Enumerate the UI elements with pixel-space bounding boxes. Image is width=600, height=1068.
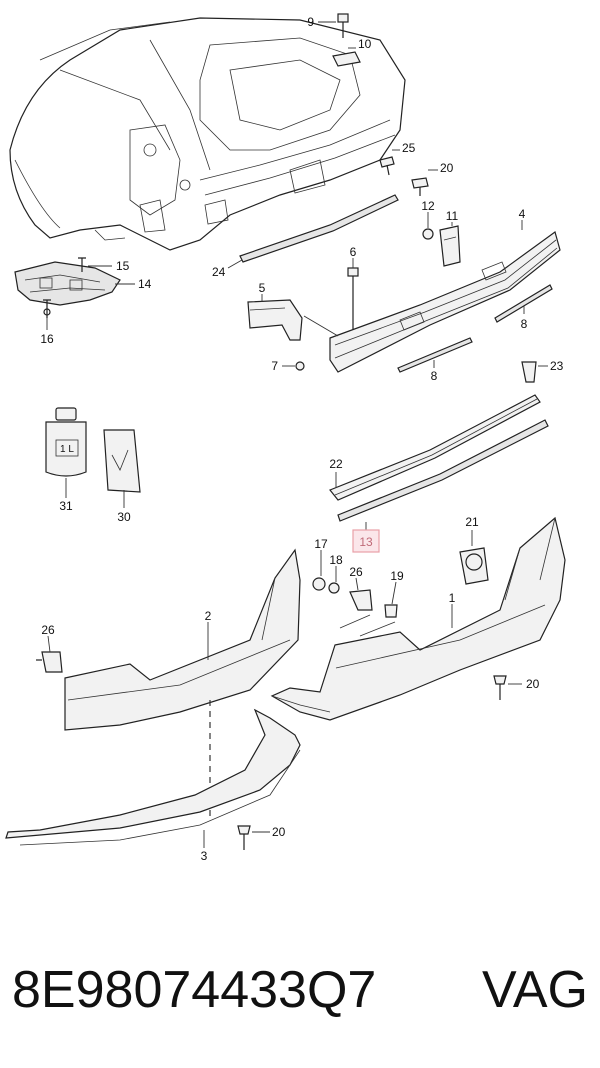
callout-20-bottom: 20 (272, 825, 286, 839)
callout-6: 6 (350, 245, 357, 259)
sensor-holder-21 (459, 547, 489, 585)
screw-16 (43, 299, 51, 318)
callout-31: 31 (59, 499, 73, 513)
screw-20-bottom (237, 825, 251, 850)
callout-22: 22 (329, 457, 343, 471)
screw-25 (379, 156, 395, 176)
part-number: 8E98074433Q7 (12, 961, 377, 1019)
screw-15 (78, 257, 86, 272)
screw-20-top (411, 177, 429, 196)
callout-13: 13 (359, 535, 373, 549)
bumper-cover-1 (270, 516, 566, 721)
bolt-26-right (349, 589, 373, 611)
washer-18 (328, 582, 340, 594)
callout-16: 16 (40, 332, 54, 346)
callout-9: 9 (307, 15, 314, 29)
nut-17 (312, 577, 326, 591)
callout-20-right: 20 (526, 677, 540, 691)
tape-30 (103, 429, 141, 493)
bumper-cover-2 (64, 548, 301, 731)
callout-23: 23 (550, 359, 564, 373)
callout-5: 5 (259, 281, 266, 295)
side-bracket-14 (14, 261, 121, 306)
callout-19: 19 (390, 569, 404, 583)
callout-8-right: 8 (521, 317, 528, 331)
clip-19 (384, 604, 398, 618)
clip-10 (332, 51, 361, 67)
clip-23 (521, 361, 537, 383)
callout-7: 7 (271, 359, 278, 373)
brand-name: VAG (482, 961, 588, 1019)
callout-3: 3 (201, 849, 208, 863)
callout-1: 1 (449, 591, 456, 605)
exploded-parts-diagram: 1 L (5, 13, 566, 863)
seal-strip-24 (239, 194, 399, 263)
impact-bar-4 (329, 231, 561, 373)
callout-30: 30 (117, 510, 131, 524)
bolt-6 (347, 267, 359, 330)
callout-18: 18 (329, 553, 343, 567)
callout-26-left: 26 (41, 623, 55, 637)
guide-strip-22 (329, 394, 541, 501)
callout-11: 11 (446, 209, 459, 223)
footer-caption: 8E98074433Q7 VAG (12, 955, 588, 1025)
callout-26-right: 26 (349, 565, 363, 579)
bolt-9 (337, 13, 349, 38)
strip-8-lower (397, 337, 473, 373)
callout-12: 12 (421, 199, 435, 213)
diffuser-3 (5, 708, 301, 846)
callout-15: 15 (116, 259, 130, 273)
callout-25: 25 (402, 141, 416, 155)
callout-24: 24 (212, 265, 226, 279)
bracket-11 (439, 225, 461, 267)
car-body-rear (9, 17, 406, 251)
callout-2: 2 (205, 609, 212, 623)
bottle-label: 1 L (60, 444, 74, 455)
screw-20-right (493, 675, 507, 700)
callout-20-top: 20 (440, 161, 454, 175)
callout-17: 17 (314, 537, 328, 551)
callout-10: 10 (358, 37, 372, 51)
nut-7 (295, 361, 305, 371)
guide-strip-13 (337, 419, 549, 522)
callout-13-highlight: 13 (352, 529, 380, 553)
nut-12 (422, 228, 434, 240)
callout-8-lower: 8 (431, 369, 438, 383)
leader-lines (46, 21, 548, 848)
bolt-26-left (36, 651, 63, 673)
callout-4: 4 (519, 207, 526, 221)
bracket-5 (247, 299, 303, 341)
callout-21: 21 (465, 515, 479, 529)
callout-14: 14 (138, 277, 152, 291)
assembly-hint-lines (339, 614, 396, 637)
bottle-31 (45, 407, 87, 477)
strip-8-right (494, 284, 553, 323)
